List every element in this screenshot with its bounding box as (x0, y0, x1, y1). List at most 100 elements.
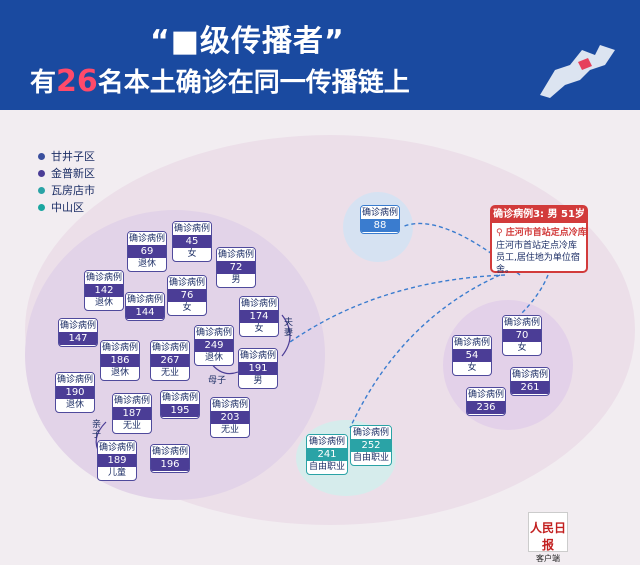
legend-item: 中山区 (38, 199, 95, 216)
card-number: 261 (511, 381, 549, 394)
card-number: 236 (467, 401, 505, 414)
legend-label: 金普新区 (51, 167, 95, 180)
card-number: 241 (307, 448, 347, 461)
card-sub: 无业 (122, 421, 141, 431)
title-prefix: 有 (30, 68, 57, 98)
header-banner: “■级传播者” 有26名本土确诊在同一传播链上 (0, 0, 640, 110)
card-header: 确诊病例 (453, 336, 491, 349)
card-header: 确诊病例 (98, 441, 136, 454)
card-header: 确诊病例 (195, 326, 233, 339)
logo-line2: 客户端 (536, 554, 560, 563)
card-number: 186 (101, 354, 139, 367)
district-legend: 甘井子区 金普新区 瓦房店市 中山区 (38, 148, 95, 216)
title-line2: 有26名本土确诊在同一传播链上 (30, 62, 410, 99)
card-header: 确诊病例 (101, 341, 139, 354)
card-header: 确诊病例 (126, 293, 164, 306)
card-sub (467, 414, 505, 415)
card-header: 确诊病例 (168, 276, 206, 289)
card-header: 确诊病例 (113, 394, 151, 407)
link-to-ganjingzi (289, 274, 506, 343)
card-sub: 男 (231, 275, 241, 285)
card-header: 确诊病例 (217, 248, 255, 261)
card-sub: 退休 (204, 353, 223, 363)
card-header: 确诊病例 (361, 206, 399, 219)
card-header: 确诊病例 (351, 426, 391, 439)
legend-item: 甘井子区 (38, 148, 95, 165)
logo-line1: 人民日报 (529, 521, 566, 552)
card-number: 187 (113, 407, 151, 420)
spouse-label: 夫妻 (284, 318, 294, 338)
card-sub (126, 319, 164, 320)
legend-dot-icon (38, 204, 45, 211)
card-sub (511, 394, 549, 395)
card-number: 69 (128, 245, 166, 258)
card-sub: 男 (253, 376, 263, 386)
card-header: 确诊病例 (511, 368, 549, 381)
legend-dot-icon (38, 153, 45, 160)
link-to-wafangdian (349, 274, 501, 429)
title-count: 26 (56, 64, 98, 99)
card-sub: 自由职业 (352, 453, 389, 463)
card-header: 确诊病例 (173, 222, 211, 235)
source-case-card: 确诊病例3: 男 51岁 ⚲ 庄河市首站定点冷库 庄河市首站定点冷库员工,居住地… (490, 205, 588, 275)
card-sub: 女 (182, 303, 192, 313)
card-sub: 女 (467, 363, 477, 373)
card-sub: 退休 (137, 259, 156, 269)
card-header: 确诊病例 (151, 341, 189, 354)
card-sub: 女 (517, 343, 527, 353)
card-header: 确诊病例 (161, 391, 199, 404)
card-sub: 无业 (160, 368, 179, 378)
card-sub (59, 345, 97, 346)
card-sub (361, 232, 399, 233)
card-number: 191 (239, 362, 277, 375)
card-number: 88 (361, 219, 399, 232)
card-sub (151, 471, 189, 472)
card-number: 196 (151, 458, 189, 471)
card-sub: 退休 (65, 400, 84, 410)
peoples-daily-logo: 人民日报 客户端 (528, 512, 568, 563)
card-number: 54 (453, 349, 491, 362)
card-header: 确诊病例 (56, 373, 94, 386)
card-number: 147 (59, 332, 97, 345)
card-sub (161, 417, 199, 418)
card-sub: 女 (187, 249, 197, 259)
card-number: 189 (98, 454, 136, 467)
card-number: 76 (168, 289, 206, 302)
legend-item: 瓦房店市 (38, 182, 95, 199)
card-header: 确诊病例 (503, 316, 541, 329)
card-sub: 无业 (220, 425, 239, 435)
source-location: ⚲ 庄河市首站定点冷库 (492, 223, 587, 239)
mother-son-label: 母子 (208, 376, 227, 386)
source-description: 庄河市首站定点冷库员工,居住地为单位宿舍。 (496, 241, 580, 275)
card-number: 267 (151, 354, 189, 367)
card-number: 203 (211, 411, 249, 424)
legend-dot-icon (38, 170, 45, 177)
source-case-title: 确诊病例3: 男 51岁 (492, 207, 586, 223)
card-number: 190 (56, 386, 94, 399)
card-number: 174 (240, 310, 278, 323)
legend-label: 中山区 (51, 201, 84, 214)
source-location-text: 庄河市首站定点冷库 (505, 228, 587, 238)
spouse-bracket (281, 314, 291, 357)
card-sub: 退休 (110, 368, 129, 378)
title-line1: “■级传播者” (150, 24, 345, 59)
